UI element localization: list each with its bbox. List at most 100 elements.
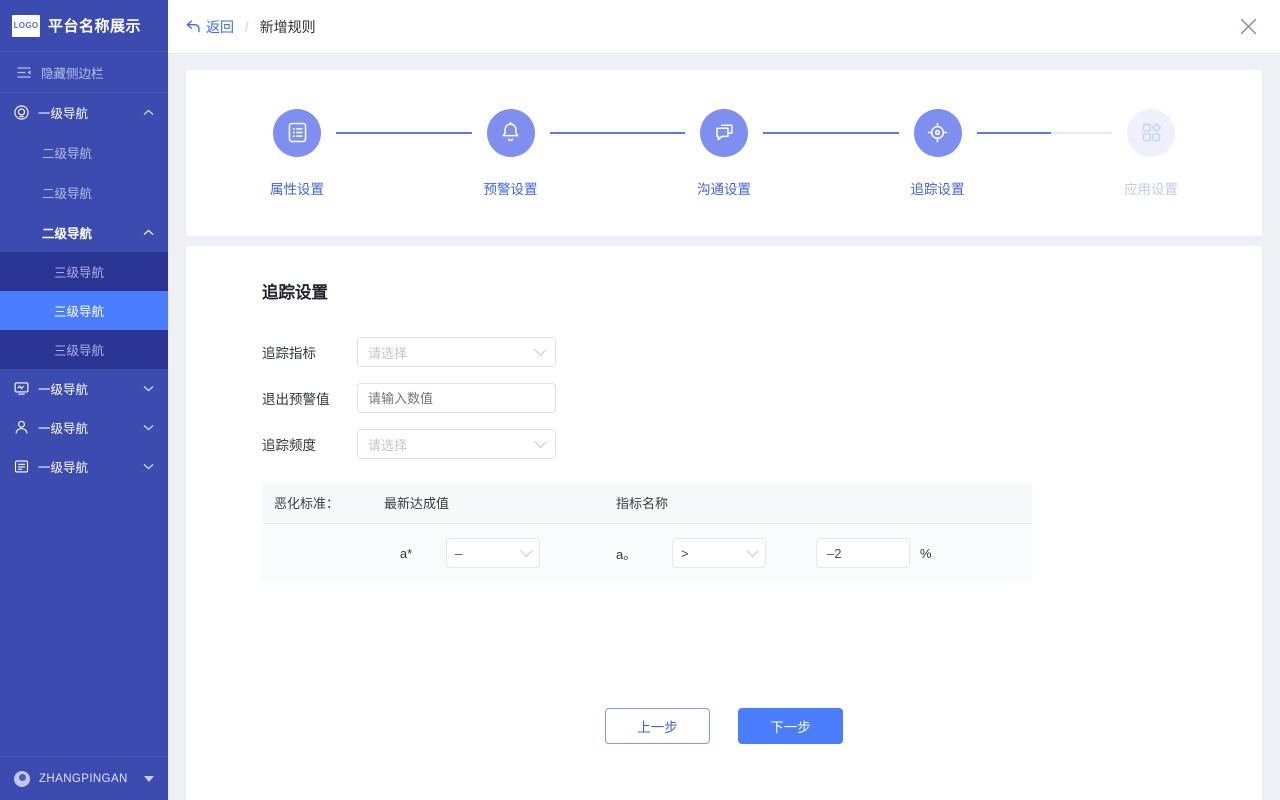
sidebar-item-nav3-a[interactable]: 三级导航 bbox=[0, 252, 168, 291]
previous-step-button[interactable]: 上一步 bbox=[605, 708, 710, 744]
column-header-metric-name: 指标名称 bbox=[616, 496, 669, 511]
user-icon bbox=[14, 420, 29, 435]
step-communication-settings[interactable]: 沟通设置 bbox=[685, 108, 763, 198]
chevron-down-icon bbox=[534, 342, 547, 356]
step-label: 属性设置 bbox=[270, 181, 324, 197]
stepper-connector-3 bbox=[763, 131, 899, 134]
sidebar-item-nav3-b-active[interactable]: 三级导航 bbox=[0, 291, 168, 330]
sidebar-nav: 一级导航 二级导航 二级导航 二级导航 三级导航 三级导航 bbox=[0, 93, 168, 756]
stepper-connector-2 bbox=[549, 131, 685, 134]
deterioration-criteria-table: 恶化标准： 最新达成值 指标名称 a* – bbox=[262, 482, 1032, 582]
cell-latest-value: a* – bbox=[384, 538, 616, 568]
column-header-latest-value: 最新达成值 bbox=[384, 496, 450, 511]
chevron-down-icon bbox=[534, 434, 547, 448]
chevron-down-icon bbox=[143, 424, 154, 431]
tracking-frequency-select[interactable]: 请选择 bbox=[357, 429, 556, 459]
chevron-down-icon bbox=[520, 543, 533, 557]
user-name: ZHANGPINGAN bbox=[39, 772, 128, 785]
breadcrumb-current: 新增规则 bbox=[259, 18, 316, 35]
sidebar-item-label: 三级导航 bbox=[54, 344, 105, 358]
step-label: 预警设置 bbox=[483, 181, 538, 197]
metric-a-text: a* bbox=[399, 545, 413, 561]
content-area: 属性设置 预警设置 bbox=[168, 54, 1280, 800]
brand-title: 平台名称展示 bbox=[48, 18, 142, 35]
field-exit-alert-value-row: 退出预警值 bbox=[262, 375, 1262, 421]
operator-1-select[interactable]: – bbox=[446, 538, 540, 568]
chevron-up-icon bbox=[143, 229, 154, 236]
monitor-chart-icon bbox=[14, 381, 29, 396]
step-label: 沟通设置 bbox=[697, 181, 751, 197]
sidebar-item-nav2-a[interactable]: 二级导航 bbox=[0, 132, 168, 172]
user-menu[interactable]: ZHANGPINGAN bbox=[0, 756, 168, 800]
grid-apps-icon bbox=[1127, 108, 1175, 157]
sidebar: LOGO 平台名称展示 隐藏侧边栏 bbox=[0, 0, 168, 800]
field-label: 追踪指标 bbox=[262, 346, 316, 361]
step-tracking-settings[interactable]: 追踪设置 bbox=[899, 108, 977, 198]
close-icon[interactable] bbox=[1239, 17, 1258, 36]
sidebar-item-nav2-b[interactable]: 二级导航 bbox=[0, 172, 168, 212]
form-fields: 追踪指标 请选择 退出预警值 追踪频度 请选择 bbox=[186, 303, 1262, 467]
operator-2-select[interactable]: > bbox=[672, 538, 766, 568]
metric-b-text: a。 bbox=[616, 546, 637, 562]
sidebar-item-label: 三级导航 bbox=[54, 305, 105, 319]
sidebar-item-label: 二级导航 bbox=[42, 186, 93, 201]
form-card: 追踪设置 追踪指标 请选择 退出预警值 追踪频度 bbox=[186, 246, 1262, 800]
stepper: 属性设置 预警设置 bbox=[186, 108, 1262, 198]
sidebar-item-label: 一级导航 bbox=[38, 422, 89, 436]
sidebar-item-nav1-document[interactable]: 一级导航 bbox=[0, 447, 168, 486]
collapse-sidebar-button[interactable]: 隐藏侧边栏 bbox=[0, 52, 168, 93]
exit-alert-value-input[interactable] bbox=[357, 383, 556, 413]
chat-bubbles-icon bbox=[700, 108, 748, 157]
sidebar-item-nav1-primary[interactable]: 一级导航 bbox=[0, 93, 168, 132]
step-label: 应用设置 bbox=[1124, 181, 1178, 197]
back-label: 返回 bbox=[206, 18, 234, 35]
tracking-metric-select[interactable]: 请选择 bbox=[357, 337, 556, 367]
cell-threshold: –2 % bbox=[816, 538, 932, 568]
list-box-icon bbox=[273, 108, 321, 157]
sidebar-item-label: 三级导航 bbox=[54, 266, 105, 280]
next-step-button[interactable]: 下一步 bbox=[738, 708, 843, 744]
field-label: 追踪频度 bbox=[262, 438, 316, 453]
target-circle-icon bbox=[14, 105, 29, 120]
sidebar-item-label: 一级导航 bbox=[38, 383, 89, 397]
select-placeholder: 请选择 bbox=[368, 437, 408, 453]
sidebar-item-nav2-c[interactable]: 二级导航 bbox=[0, 212, 168, 252]
stepper-card: 属性设置 预警设置 bbox=[186, 70, 1262, 236]
stepper-connector-4 bbox=[976, 131, 1112, 134]
sidebar-item-nav1-user[interactable]: 一级导航 bbox=[0, 408, 168, 447]
brand-header: LOGO 平台名称展示 bbox=[0, 0, 168, 52]
cell-metric-name: a。 > bbox=[616, 538, 816, 568]
back-button[interactable]: 返回 bbox=[186, 17, 234, 37]
field-tracking-metric-row: 追踪指标 请选择 bbox=[262, 329, 1262, 375]
stepper-connector-1 bbox=[336, 131, 472, 134]
operator-1-value: – bbox=[455, 545, 463, 561]
step-label: 追踪设置 bbox=[910, 181, 965, 197]
collapse-sidebar-label: 隐藏侧边栏 bbox=[41, 66, 104, 81]
table-header-row: 恶化标准： 最新达成值 指标名称 bbox=[262, 482, 1032, 524]
page-title: 追踪设置 bbox=[262, 284, 328, 302]
breadcrumb-separator: / bbox=[245, 19, 249, 34]
chevron-down-icon bbox=[746, 543, 759, 557]
step-attribute-settings[interactable]: 属性设置 bbox=[258, 108, 336, 198]
form-actions: 上一步 下一步 bbox=[186, 708, 1262, 744]
chevron-down-icon bbox=[143, 463, 154, 470]
unit-percent-label: % bbox=[920, 545, 932, 561]
sidebar-item-label: 一级导航 bbox=[38, 107, 89, 121]
step-application-settings[interactable]: 应用设置 bbox=[1112, 108, 1190, 198]
chevron-down-icon bbox=[143, 385, 154, 392]
step-alert-settings[interactable]: 预警设置 bbox=[472, 108, 550, 198]
collapse-sidebar-icon bbox=[17, 66, 31, 79]
sidebar-item-nav3-c[interactable]: 三级导航 bbox=[0, 330, 168, 369]
threshold-input[interactable]: –2 bbox=[816, 538, 910, 568]
back-arrow-icon bbox=[186, 20, 201, 33]
list-document-icon bbox=[14, 459, 29, 474]
bell-icon bbox=[486, 108, 535, 157]
sidebar-item-label: 二级导航 bbox=[42, 146, 93, 161]
sidebar-item-label: 一级导航 bbox=[38, 461, 89, 475]
topbar: 返回 / 新增规则 bbox=[168, 0, 1280, 54]
column-header-criteria: 恶化标准： bbox=[274, 496, 340, 511]
caret-down-icon bbox=[144, 775, 154, 782]
sidebar-item-nav1-monitor[interactable]: 一级导航 bbox=[0, 369, 168, 408]
operator-2-value: > bbox=[681, 545, 689, 561]
